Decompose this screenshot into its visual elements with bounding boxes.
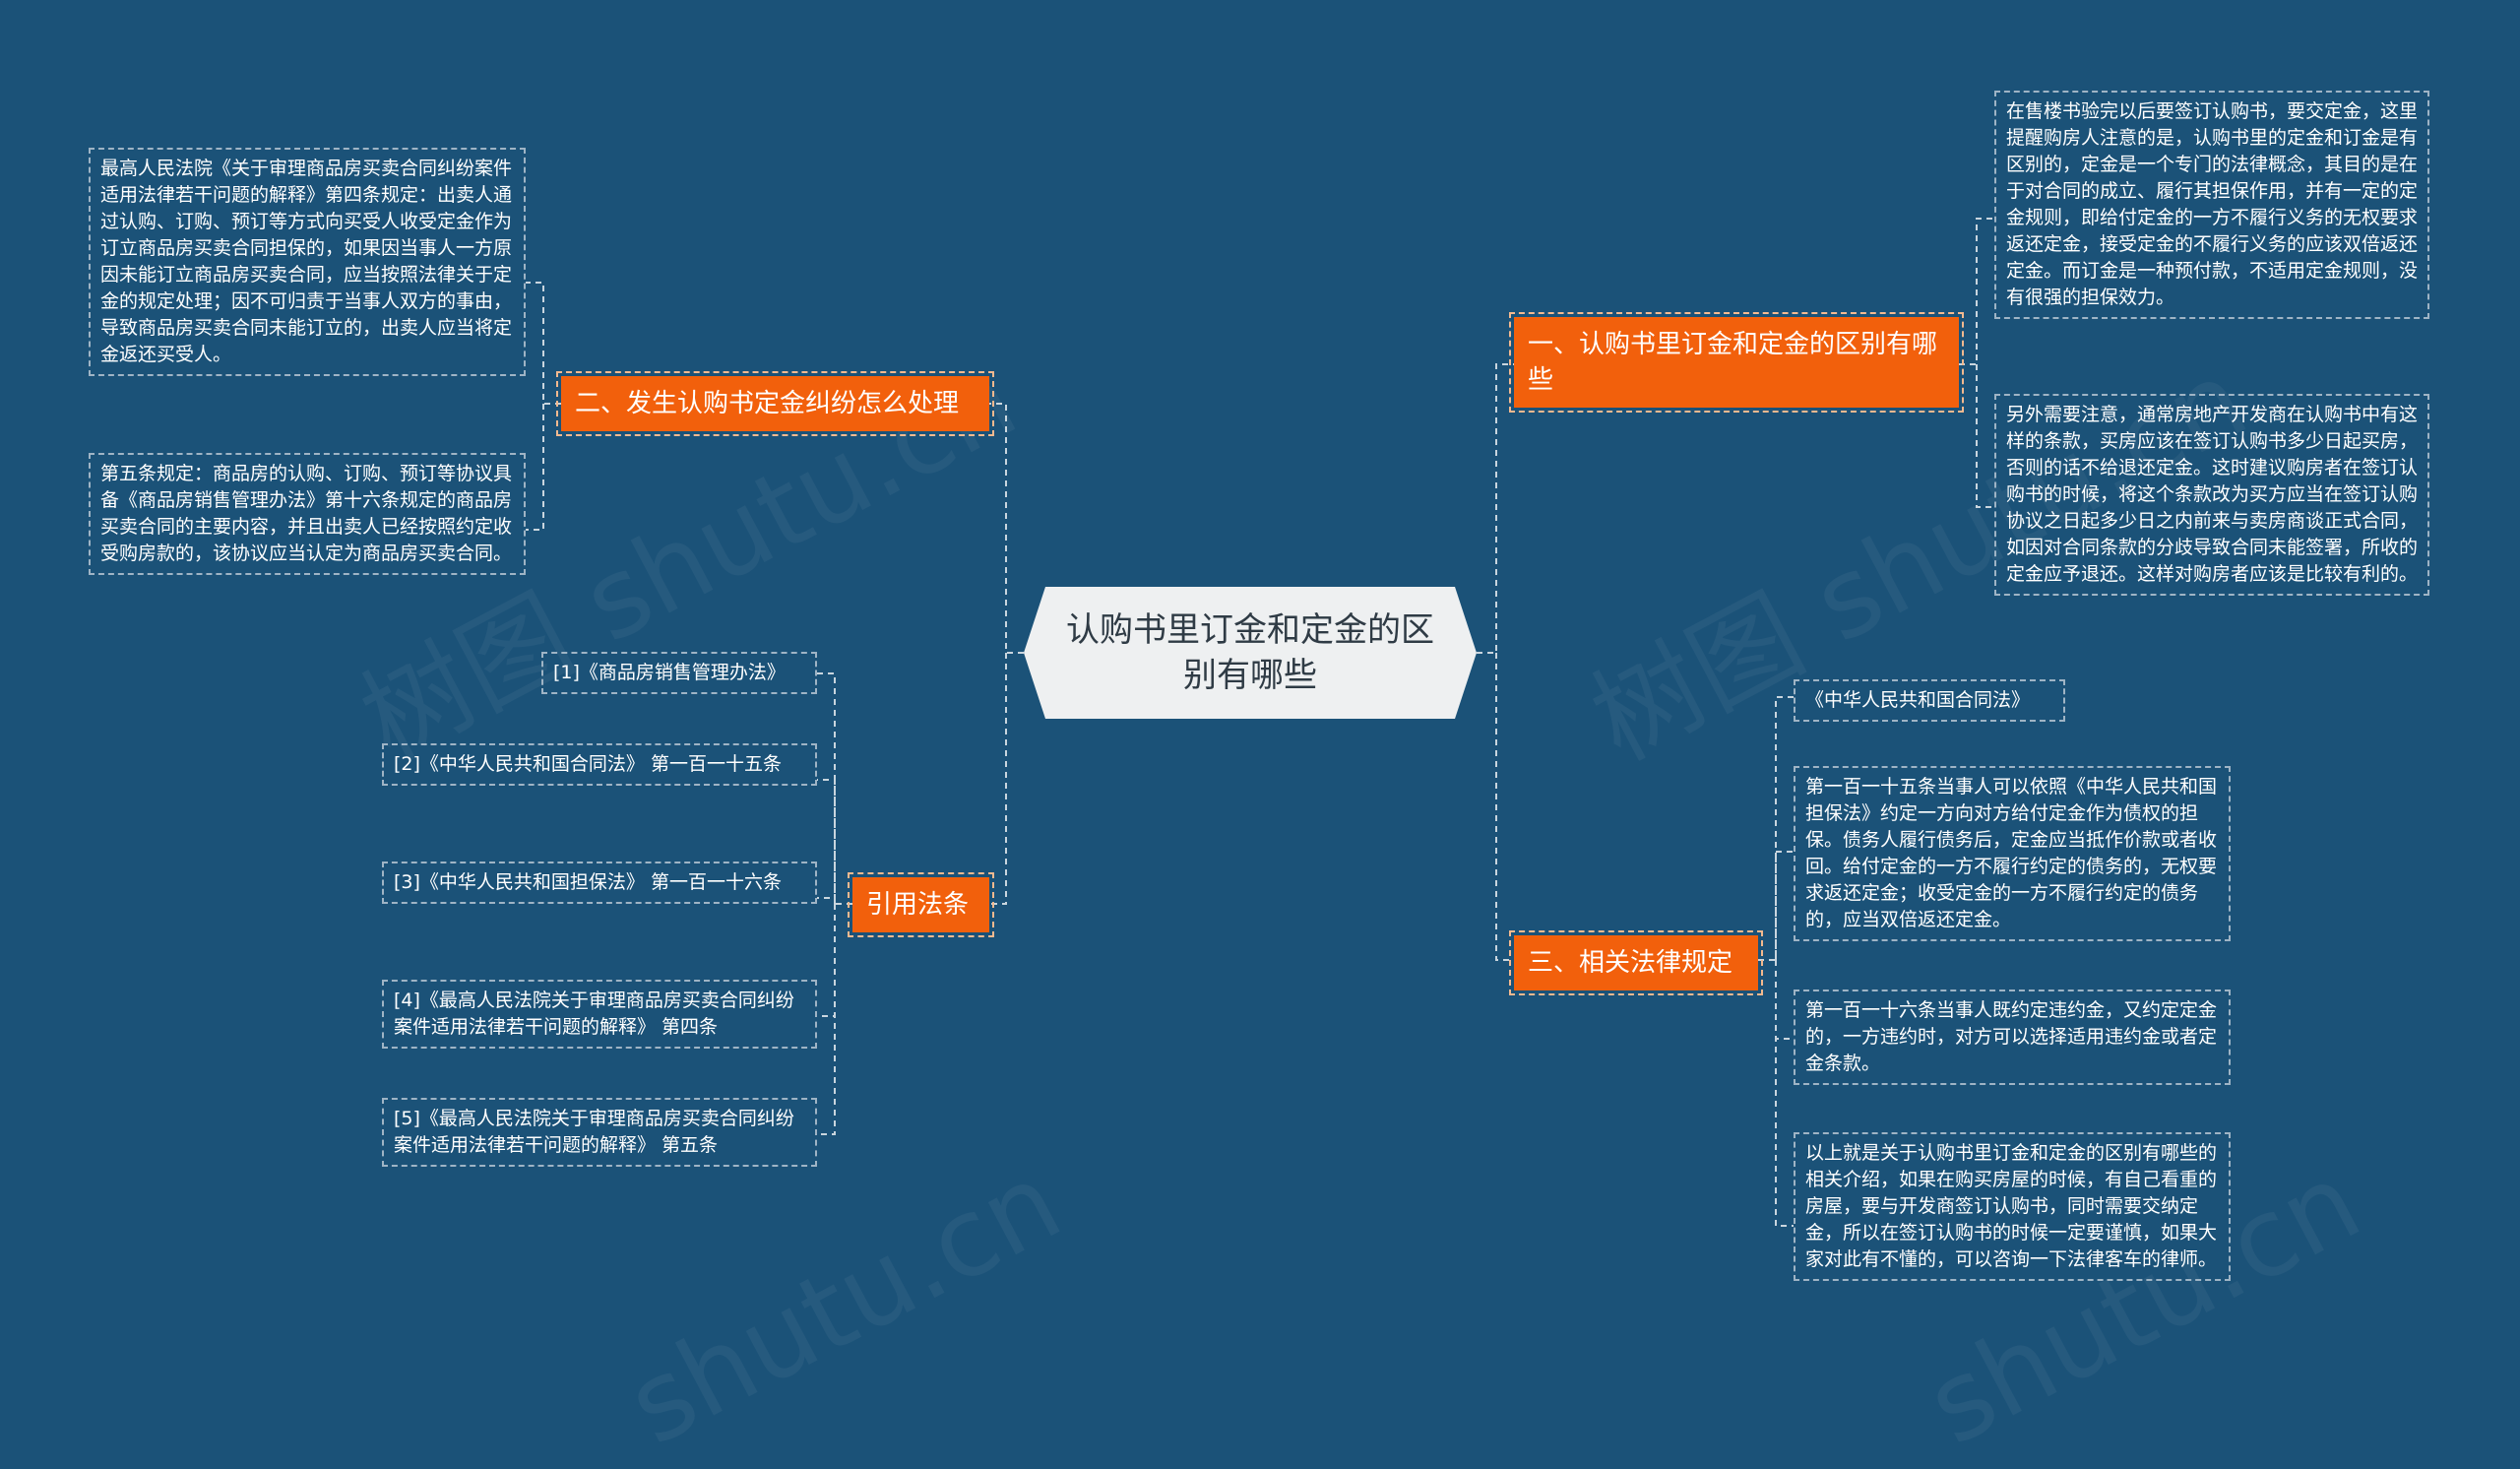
leaf-article-5-interpretation: 第五条规定：商品房的认购、订购、预订等协议具备《商品房销售管理办法》第十六条规定…	[89, 453, 526, 575]
connector-b2	[526, 404, 544, 531]
connector-b3	[1775, 960, 1794, 1040]
mind-map-canvas: 树图 shutu.cn 树图 shutu.cn shutu.cn shutu.c…	[89, 91, 2429, 1469]
branch-label: 三、相关法律规定	[1528, 948, 1733, 978]
connector-b4	[817, 904, 836, 1135]
leaf-deposit-difference: 在售楼书验完以后要签订认购书，要交定金，这里提醒购房人注意的是，认购书里的定金和…	[1994, 91, 2429, 319]
leaf-citation-4: [4]《最高人民法院关于审理商品房买卖合同纠纷案件适用法律若干问题的解释》 第四…	[382, 980, 817, 1049]
branch-label: 引用法条	[866, 890, 970, 920]
connector-root-b1	[1477, 363, 1514, 654]
branch-legal-provisions[interactable]: 三、相关法律规定	[1509, 930, 1763, 995]
branch-label: 二、发生认购书定金纠纷怎么处理	[575, 389, 960, 418]
leaf-citation-2: [2]《中华人民共和国合同法》 第一百一十五条	[382, 743, 817, 786]
connector-b4	[817, 904, 836, 1017]
branch-dispute-handling[interactable]: 二、发生认购书定金纠纷怎么处理	[556, 371, 994, 436]
branch-label: 一、认购书里订金和定金的区别有哪些	[1528, 330, 1938, 395]
leaf-article-4-interpretation: 最高人民法院《关于审理商品房买卖合同纠纷案件适用法律若干问题的解释》第四条规定：…	[89, 148, 526, 376]
connector-b1	[1976, 364, 1994, 508]
leaf-citation-3: [3]《中华人民共和国担保法》 第一百一十六条	[382, 862, 817, 904]
branch-cited-laws[interactable]: 引用法条	[848, 872, 994, 937]
root-topic[interactable]: 认购书里订金和定金的区别有哪些	[1024, 587, 1477, 719]
leaf-citation-5: [5]《最高人民法院关于审理商品房买卖合同纠纷案件适用法律若干问题的解释》 第五…	[382, 1098, 817, 1167]
connector-lines	[526, 218, 1994, 1227]
connector-b1	[1959, 218, 1994, 365]
connector-root-b3	[1495, 653, 1514, 961]
branch-difference[interactable]: 一、认购书里订金和定金的区别有哪些	[1509, 312, 1964, 413]
connector-b4	[817, 672, 852, 905]
leaf-article-115: 第一百一十五条当事人可以依照《中华人民共和国担保法》约定一方向对方给付定金作为债…	[1794, 766, 2231, 941]
connector-root-b4	[989, 653, 1007, 905]
leaf-citation-1: [1]《商品房销售管理办法》	[541, 652, 817, 694]
root-title: 认购书里订金和定金的区别有哪些	[1066, 610, 1434, 695]
leaf-contract-law: 《中华人民共和国合同法》	[1794, 679, 2065, 722]
connector-b4	[817, 779, 836, 904]
connector-b4	[817, 897, 836, 904]
connector-b3	[1758, 696, 1794, 961]
connector-b3	[1775, 851, 1794, 960]
connector-b2	[526, 282, 561, 405]
leaf-contract-clause-advice: 另外需要注意，通常房地产开发商在认购书中有这样的条款，买房应该在签订认购书多少日…	[1994, 394, 2429, 596]
connector-root-b2	[989, 403, 1024, 654]
leaf-article-116: 第一百一十六条当事人既约定违约金，又约定定金的，一方违约时，对方可以选择适用违约…	[1794, 990, 2231, 1085]
leaf-conclusion: 以上就是关于认购书里订金和定金的区别有哪些的相关介绍，如果在购买房屋的时候，有自…	[1794, 1132, 2231, 1281]
connector-b3	[1775, 960, 1794, 1227]
